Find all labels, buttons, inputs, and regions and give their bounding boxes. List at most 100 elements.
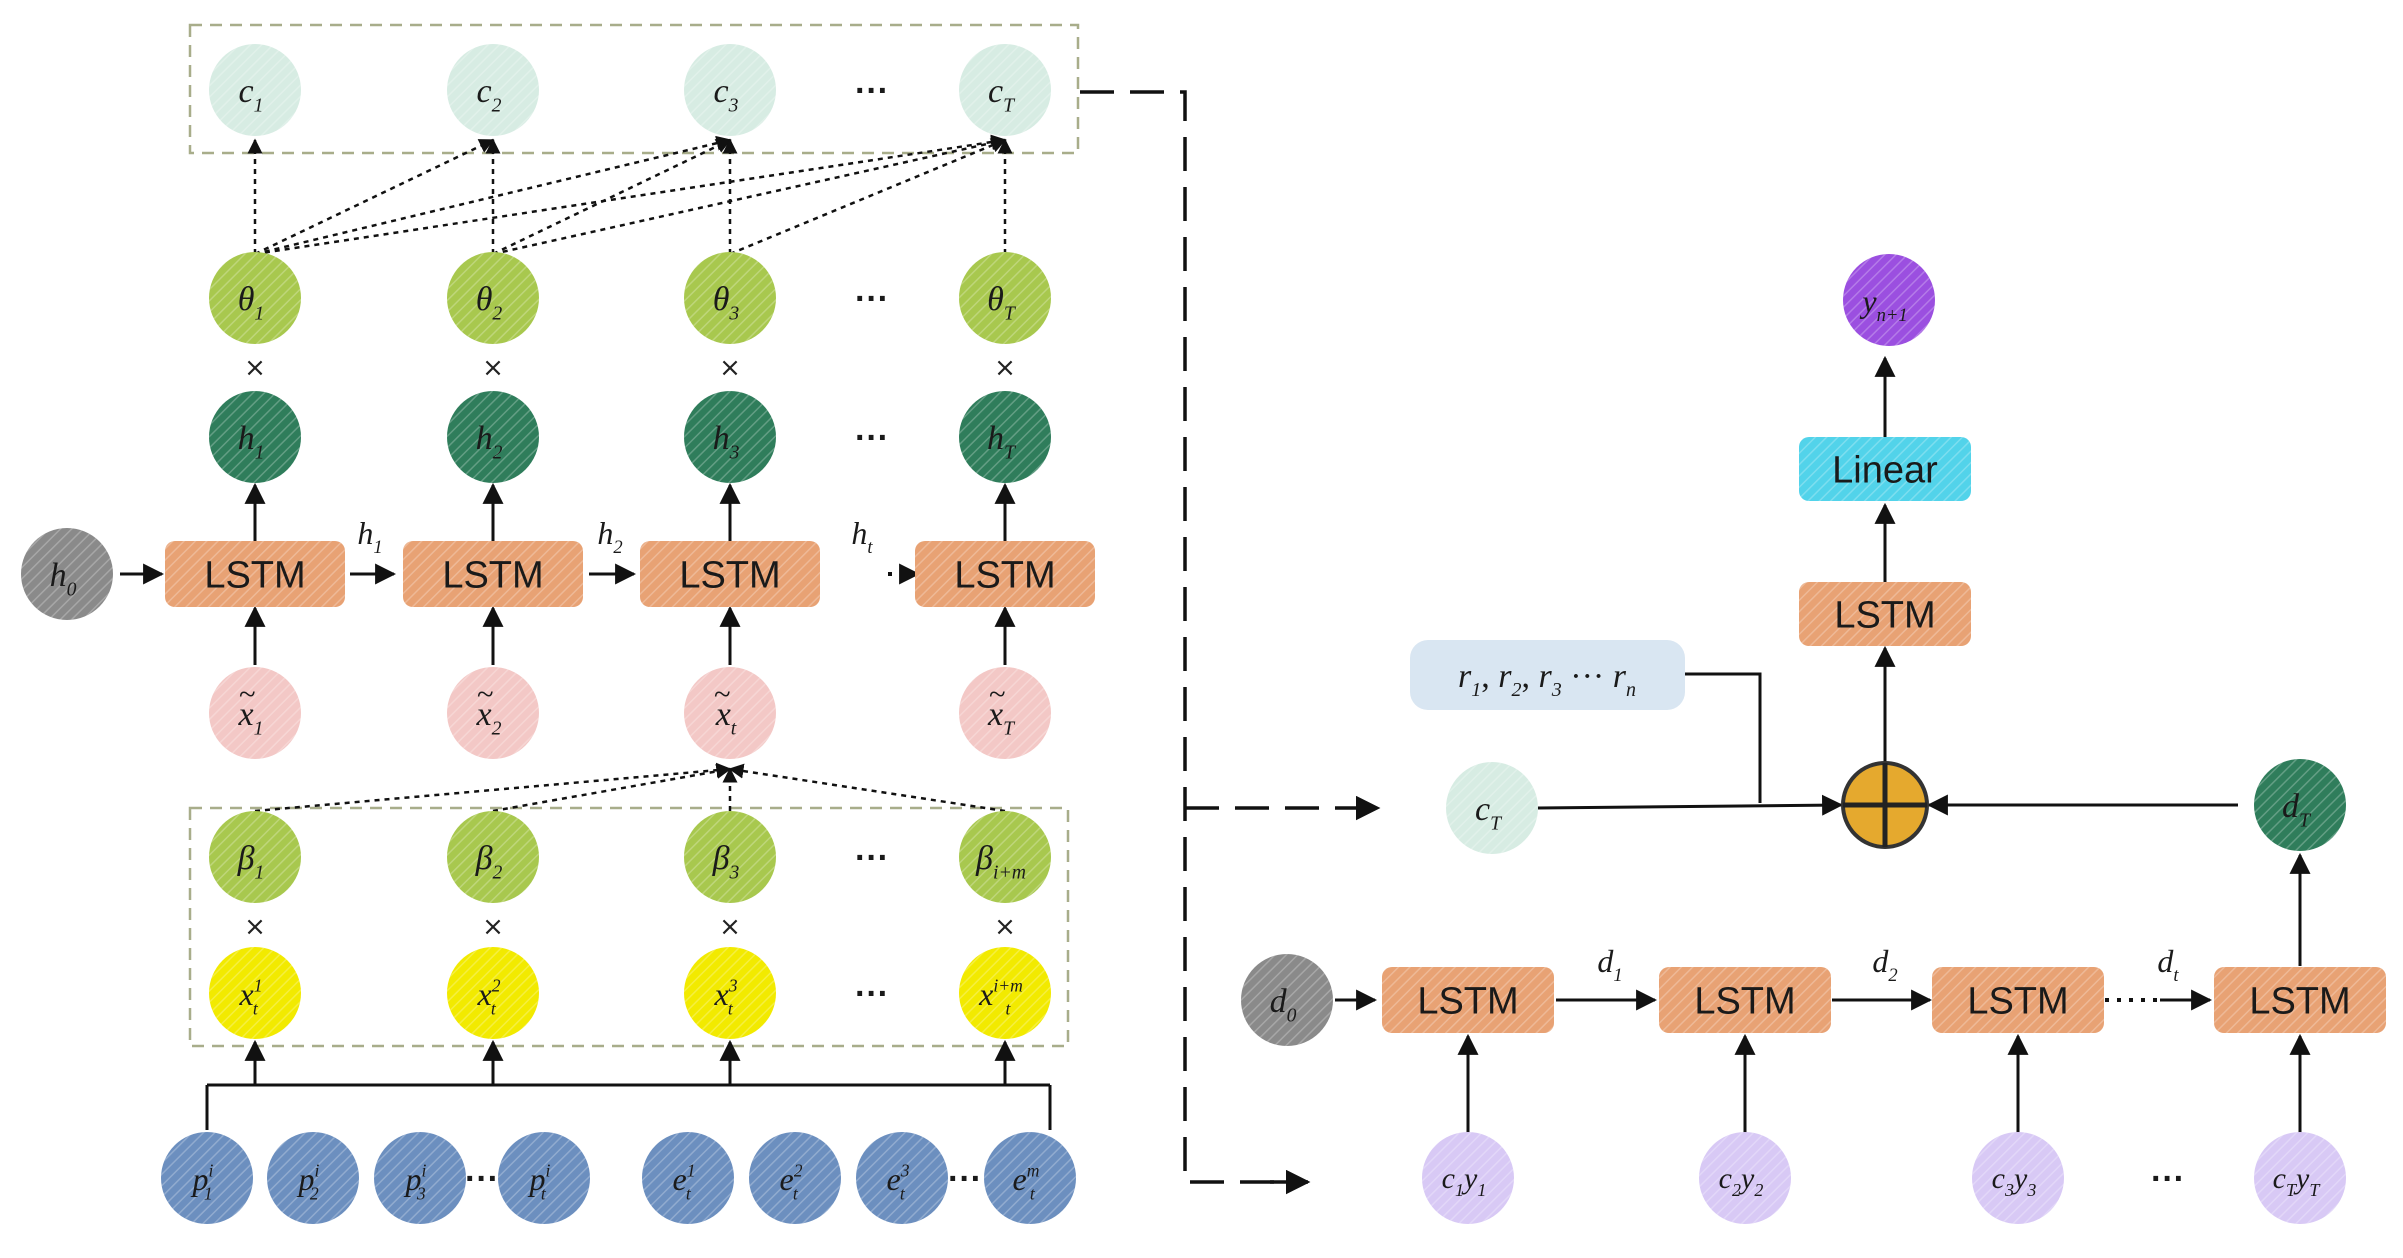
decoder-lstm-cell: LSTM [1382,967,1554,1033]
linear-layer: Linear [1799,437,1971,501]
decoder-input-node: c2y2 [1699,1132,1791,1224]
tilde-accent: ~ [989,677,1006,711]
decoder-context-node-texture [1446,762,1538,854]
symbol-subscript: 0 [67,579,77,601]
symbol-base: p [404,1161,422,1197]
theta-node: θ2 [447,252,539,344]
beta-node-texture [684,811,776,903]
decoder-input-node: cTyT [2254,1132,2346,1224]
symbol-superscript: i [209,1161,214,1181]
node-symbol: h2 [597,515,622,558]
input-node-texture [959,667,1051,759]
residual-base: r [1539,658,1553,695]
context-node-texture [209,44,301,136]
symbol-base: β [237,840,255,877]
symbol-subscript: 3 [2026,1180,2036,1200]
decoder-lstm-cell: LSTM [1659,967,1831,1033]
decoder-initial-state-texture [1241,954,1333,1046]
symbol-base: d [2157,943,2174,979]
input-node-texture [209,667,301,759]
symbol-subscript: 3 [729,862,740,884]
decoder-initial-state: d0 [1241,954,1333,1046]
decoder-lstm-cell: LSTM [2214,967,2386,1033]
symbol-superscript: 2 [794,1161,803,1181]
residual-separator: ··· [1562,658,1613,695]
ellipsis: ··· [855,72,889,110]
attention-link [254,135,732,256]
symbol-subscript: t [491,999,497,1019]
symbol-base: h [597,515,613,551]
output-node: yn+1 [1843,254,1935,346]
multiply-symbol: × [994,353,1016,383]
multiply-symbol: × [719,912,741,942]
symbol-subscript: t [793,1184,799,1204]
symbol-base: c [714,73,729,110]
feature-node-texture [959,947,1051,1039]
symbol-base: c [2273,1162,2286,1195]
symbol-superscript: 2 [492,976,501,996]
beta-node: β3 [684,811,776,903]
diagram-edges [120,23,2311,1195]
context-node: c1 [209,44,301,136]
feature-attention-link [254,762,732,813]
symbol-base: d [2282,788,2300,825]
node-symbol: h1 [357,515,382,558]
symbol-base: h [476,420,493,457]
symbol-subscript: t [867,537,873,558]
multiply-symbol: × [244,912,266,942]
decoder-input-node: c3y3 [1972,1132,2064,1224]
decoder-final-state-texture [2254,759,2346,851]
cT-to-sum-arrow [1537,794,1844,816]
symbol-base: θ [238,281,255,318]
lstm-cell: LSTM [640,541,820,607]
beta-node: βi+m [959,811,1051,903]
ellipsis: ··· [855,975,889,1013]
multiply-symbol: × [719,353,741,383]
source-node-texture [161,1132,253,1224]
hidden-node-texture [209,391,301,483]
multiply-symbol: × [244,353,266,383]
lstm-cell-label: LSTM [442,555,543,597]
lstm-cell-texture [403,541,583,607]
symbol-subscript: t [731,718,737,740]
symbol-subscript: 2 [1732,1180,1741,1200]
attention-link [492,138,732,256]
tilde-accent: ~ [239,677,256,711]
symbol-subscript: 1 [1613,965,1622,986]
lstm-cell-label: LSTM [954,555,1055,597]
node-symbol: c1 [239,73,264,117]
symbol-base: x [239,976,254,1012]
node-symbol: θT [987,281,1017,325]
symbol-base: θ [713,281,730,318]
decoder-lstm-cell-label: LSTM [1967,981,2068,1023]
decoder-lstm-cell-texture [1382,967,1554,1033]
symbol-base: x [715,696,731,733]
symbol-base: x [477,976,492,1012]
node-symbol: d1 [1597,943,1622,986]
decoder-input-node: c1y1 [1422,1132,1514,1224]
residual-subscript: 1 [1471,679,1481,701]
symbol-superscript: m [1027,1161,1040,1181]
symbol-subscript: 0 [1287,1005,1297,1027]
symbol-subscript: T [1490,813,1503,835]
node-symbol: c3 [714,73,739,117]
symbol-superscript: i+m [993,976,1022,996]
context-node: c3 [684,44,776,136]
node-symbol: h2 [476,420,503,464]
residual-separator: , [1481,658,1498,695]
symbol-base: y [1859,283,1877,319]
node-symbol: x1 [238,696,264,740]
linear-layer-texture [1799,437,1971,501]
symbol-base: c [1992,1162,2005,1195]
decoder-input-texture [1972,1132,2064,1224]
decoder-input-label: c1y1 [1442,1162,1487,1200]
initial-state-node-texture [21,528,113,620]
attention-link [254,138,495,256]
symbol-base: x [978,976,993,1012]
symbol-subscript: T [1003,95,1016,117]
